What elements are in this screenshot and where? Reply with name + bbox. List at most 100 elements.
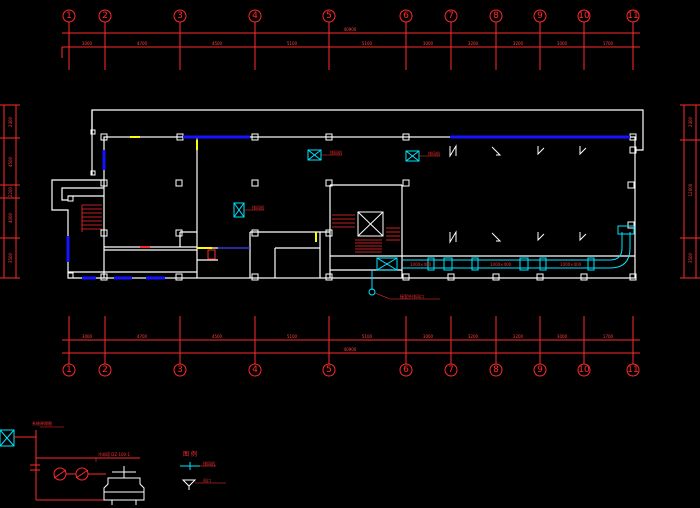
axis-label: 8 bbox=[493, 365, 499, 375]
dimension-text: 3200 bbox=[468, 334, 479, 339]
dimension-text: 2400 bbox=[8, 116, 13, 127]
axis-label: 3 bbox=[177, 11, 183, 21]
axis-label: 6 bbox=[403, 365, 409, 375]
diffuser-icon bbox=[579, 146, 587, 156]
dimension-text: 3000 bbox=[423, 41, 434, 46]
diffuser-icon bbox=[537, 146, 545, 156]
axis-label: 1 bbox=[66, 365, 72, 375]
duct-size-label: 1000×400 bbox=[490, 262, 512, 267]
dimension-text: 3000 bbox=[423, 334, 434, 339]
dimension-text: 4000 bbox=[8, 212, 13, 223]
fan-label: 排风机 bbox=[330, 149, 342, 155]
dimension-text: 5100 bbox=[362, 41, 373, 46]
top-axis-grid bbox=[61, 9, 640, 70]
dimension-text: 4700 bbox=[137, 41, 148, 46]
diffuser-icon bbox=[491, 232, 502, 242]
exhaust-duct bbox=[368, 225, 635, 296]
windows bbox=[66, 135, 630, 280]
dimension-text: 3200 bbox=[513, 41, 524, 46]
axis-label: 5 bbox=[326, 11, 332, 21]
dimension-text: 12000 bbox=[688, 183, 693, 196]
diffuser-icon bbox=[491, 146, 502, 156]
legend-title: 图 例 bbox=[183, 450, 197, 458]
axis-label: 5 bbox=[326, 365, 332, 375]
schematic-labels: 系统原理图 冷却塔 DZ-100-1 bbox=[32, 420, 131, 457]
axis-label: 11 bbox=[627, 11, 638, 21]
fan-labels: 排风机 排风机 排风机 bbox=[244, 149, 440, 211]
duct-size-label: 1000×400 bbox=[410, 262, 432, 267]
axis-label: 6 bbox=[403, 11, 409, 21]
outlet-note: 接室外排风口 bbox=[400, 293, 424, 299]
dimension-text: 3000 bbox=[557, 334, 568, 339]
top-overall-dimension: 40900 bbox=[344, 27, 357, 32]
building-walls bbox=[51, 109, 644, 279]
fan-label: 排风机 bbox=[252, 204, 264, 210]
dimension-text: 3200 bbox=[468, 41, 479, 46]
axis-label: 1 bbox=[66, 11, 72, 21]
dimension-text: 1700 bbox=[603, 334, 614, 339]
stair-center bbox=[332, 214, 400, 253]
legend-item: 排风机 bbox=[203, 460, 215, 466]
axis-label: 7 bbox=[448, 365, 454, 375]
bottom-axis-grid bbox=[62, 316, 640, 377]
fan-icon bbox=[0, 429, 15, 447]
axis-label: 7 bbox=[448, 11, 454, 21]
dimension-text: 3500 bbox=[8, 252, 13, 263]
dimension-text: 3500 bbox=[688, 252, 693, 263]
cooling-tower bbox=[103, 466, 145, 505]
axis-label: 3 bbox=[177, 365, 183, 375]
dimension-text: 3000 bbox=[82, 41, 93, 46]
dimension-text: 3000 bbox=[82, 334, 93, 339]
axis-label: 9 bbox=[537, 11, 543, 21]
axis-label: 11 bbox=[627, 365, 638, 375]
tower-label: 冷却塔 DZ-100-1 bbox=[98, 451, 131, 457]
bottom-axis-labels: 1 2 3 4 5 6 7 8 9 10 11 3000 4700 4500 5… bbox=[66, 334, 639, 375]
duct-labels: 1000×400 1000×400 1000×400 接室外排风口 bbox=[374, 262, 582, 300]
dimension-text: 5100 bbox=[362, 334, 373, 339]
top-axis-labels: 1 2 3 4 5 6 7 8 9 10 11 40900 3000 4700 … bbox=[66, 11, 639, 46]
dimension-text: 1700 bbox=[603, 41, 614, 46]
dimension-text: 2200 bbox=[8, 186, 13, 197]
dimension-text: 2400 bbox=[688, 116, 693, 127]
axis-label: 4 bbox=[252, 365, 258, 375]
axis-label: 10 bbox=[578, 365, 590, 375]
left-side-dimensions bbox=[0, 104, 20, 279]
fan-label: 排风机 bbox=[428, 150, 440, 156]
dimension-text: 4700 bbox=[137, 334, 148, 339]
diffuser-icon bbox=[449, 144, 457, 158]
system-title: 系统原理图 bbox=[32, 420, 52, 426]
system-schematic bbox=[0, 426, 140, 501]
dimension-text: 5100 bbox=[287, 334, 298, 339]
left-dimension-labels: 2400 4500 2200 4000 3500 bbox=[8, 116, 13, 263]
dimension-text: 3000 bbox=[557, 41, 568, 46]
legend-item: 风口 bbox=[203, 478, 211, 483]
legend: 图 例 排风机 风口 bbox=[180, 450, 226, 490]
diffuser-icon bbox=[449, 230, 457, 244]
right-dimension-labels: 2400 12000 3500 bbox=[688, 116, 693, 263]
axis-label: 10 bbox=[578, 11, 590, 21]
right-side-dimensions bbox=[680, 104, 700, 279]
air-diffusers bbox=[449, 144, 587, 244]
dimension-text: 3200 bbox=[513, 334, 524, 339]
axis-label: 8 bbox=[493, 11, 499, 21]
bottom-overall-dimension: 40900 bbox=[344, 347, 357, 352]
axis-label: 2 bbox=[102, 11, 108, 21]
duct-fan-icon bbox=[376, 257, 398, 271]
stair-left bbox=[81, 204, 102, 232]
legend-outlet-icon bbox=[181, 479, 197, 487]
roof-markers bbox=[90, 129, 96, 176]
duct-size-label: 1000×400 bbox=[560, 262, 582, 267]
diffuser-icon bbox=[537, 232, 545, 242]
structural-columns bbox=[67, 133, 637, 281]
dimension-text: 4500 bbox=[212, 334, 223, 339]
elevator-shaft bbox=[357, 211, 384, 237]
axis-label: 2 bbox=[102, 365, 108, 375]
diffuser-icon bbox=[579, 232, 587, 242]
axis-label: 9 bbox=[537, 365, 543, 375]
dimension-text: 5100 bbox=[287, 41, 298, 46]
door-accents bbox=[130, 136, 317, 260]
dimension-text: 4500 bbox=[212, 41, 223, 46]
dimension-text: 4500 bbox=[8, 156, 13, 167]
axis-label: 4 bbox=[252, 11, 258, 21]
